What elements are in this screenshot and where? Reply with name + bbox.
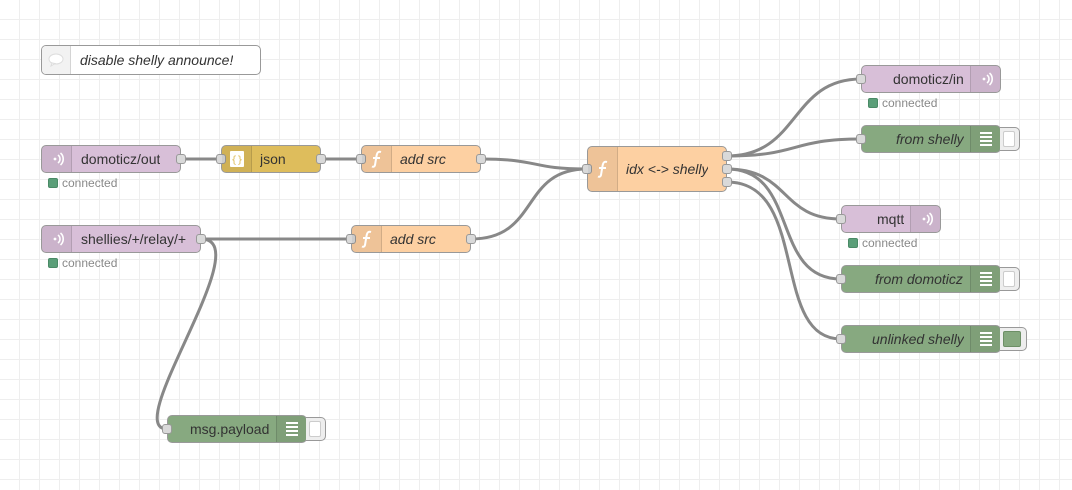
node-label: from shelly bbox=[896, 131, 964, 147]
speech-bubble-icon bbox=[48, 53, 64, 67]
wire[interactable] bbox=[726, 167, 842, 281]
node-label: mqtt bbox=[877, 211, 905, 227]
debug-list-icon bbox=[285, 422, 298, 436]
mqtt-icon-box bbox=[910, 206, 940, 232]
radio-wave-icon bbox=[982, 72, 993, 86]
comment-text: disable shelly announce! bbox=[80, 52, 234, 68]
comment-icon-box bbox=[42, 46, 71, 74]
debug-toggle-indicator bbox=[309, 421, 321, 437]
output-port[interactable] bbox=[176, 154, 186, 164]
comment-node[interactable]: disable shelly announce! bbox=[41, 45, 261, 75]
input-port[interactable] bbox=[582, 164, 592, 174]
debug-toggle-button[interactable] bbox=[1000, 127, 1020, 151]
json-icon-box: {} bbox=[222, 146, 252, 172]
input-port[interactable] bbox=[856, 134, 866, 144]
input-port[interactable] bbox=[856, 74, 866, 84]
debug-icon-box bbox=[970, 126, 1000, 152]
svg-text:{}: {} bbox=[230, 155, 242, 166]
node-label: domoticz/in bbox=[893, 71, 964, 87]
mqtt-icon-box bbox=[970, 66, 1000, 92]
debug-list-icon bbox=[979, 132, 992, 146]
function-icon-box bbox=[362, 146, 392, 172]
mqtt-out-node-domoticz-in[interactable]: domoticz/in bbox=[856, 65, 1001, 93]
debug-toggle-button[interactable] bbox=[1000, 327, 1027, 351]
json-node[interactable]: {} json bbox=[216, 145, 326, 173]
output-port[interactable] bbox=[476, 154, 486, 164]
function-node-add-src[interactable]: add src bbox=[356, 145, 486, 173]
node-label: from domoticz bbox=[875, 271, 963, 287]
status-dot-icon bbox=[48, 178, 58, 188]
radio-wave-icon bbox=[53, 232, 64, 246]
debug-toggle-button[interactable] bbox=[1000, 267, 1020, 291]
output-port-2[interactable] bbox=[722, 164, 732, 174]
input-port[interactable] bbox=[836, 274, 846, 284]
wire[interactable] bbox=[726, 167, 842, 221]
function-icon bbox=[371, 150, 381, 168]
json-braces-icon: {} bbox=[229, 151, 244, 167]
function-icon-box bbox=[588, 147, 618, 191]
debug-toggle-indicator bbox=[1003, 271, 1015, 287]
node-status: connected bbox=[48, 176, 117, 190]
input-port[interactable] bbox=[356, 154, 366, 164]
debug-node-from-shelly[interactable]: from shelly bbox=[856, 125, 1001, 153]
output-port[interactable] bbox=[196, 234, 206, 244]
mqtt-icon-box bbox=[42, 146, 72, 172]
debug-list-icon bbox=[979, 272, 992, 286]
node-label: json bbox=[260, 151, 286, 167]
output-port[interactable] bbox=[466, 234, 476, 244]
debug-icon-box bbox=[970, 266, 1000, 292]
node-label: domoticz/out bbox=[81, 151, 161, 167]
status-dot-icon bbox=[48, 258, 58, 268]
node-label: idx <-> shelly bbox=[626, 161, 709, 177]
debug-toggle-indicator bbox=[1003, 131, 1015, 147]
mqtt-in-node-domoticz-out[interactable]: domoticz/out bbox=[41, 145, 186, 173]
mqtt-in-node-shellies[interactable]: shellies/+/relay/+ bbox=[41, 225, 206, 253]
output-port[interactable] bbox=[316, 154, 326, 164]
mqtt-icon-box bbox=[42, 226, 72, 252]
debug-node-from-domoticz[interactable]: from domoticz bbox=[836, 265, 1001, 293]
input-port[interactable] bbox=[162, 424, 172, 434]
wire[interactable] bbox=[470, 167, 588, 241]
function-icon bbox=[597, 160, 607, 178]
node-label: msg.payload bbox=[190, 421, 270, 437]
radio-wave-icon bbox=[53, 152, 64, 166]
node-label: add src bbox=[390, 231, 436, 247]
debug-toggle-button[interactable] bbox=[306, 417, 326, 441]
debug-icon-box bbox=[970, 326, 1000, 352]
debug-icon-box bbox=[276, 416, 306, 442]
node-label: add src bbox=[400, 151, 446, 167]
node-status: connected bbox=[848, 236, 917, 250]
node-label: shellies/+/relay/+ bbox=[81, 231, 187, 247]
wire[interactable] bbox=[726, 137, 862, 158]
function-icon bbox=[361, 230, 371, 248]
wire[interactable] bbox=[726, 77, 862, 158]
debug-toggle-indicator bbox=[1003, 331, 1021, 347]
node-label: unlinked shelly bbox=[872, 331, 964, 347]
wire[interactable] bbox=[726, 180, 842, 341]
input-port[interactable] bbox=[836, 214, 846, 224]
debug-node-unlinked-shelly[interactable]: unlinked shelly bbox=[836, 325, 1001, 353]
input-port[interactable] bbox=[836, 334, 846, 344]
output-port-1[interactable] bbox=[722, 151, 732, 161]
debug-list-icon bbox=[979, 332, 992, 346]
function-node-add-src[interactable]: add src bbox=[346, 225, 476, 253]
node-status: connected bbox=[48, 256, 117, 270]
input-port[interactable] bbox=[346, 234, 356, 244]
status-dot-icon bbox=[848, 238, 858, 248]
wire[interactable] bbox=[155, 237, 218, 431]
input-port[interactable] bbox=[216, 154, 226, 164]
status-dot-icon bbox=[868, 98, 878, 108]
debug-node-msg-payload[interactable]: msg.payload bbox=[162, 415, 307, 443]
function-icon-box bbox=[352, 226, 382, 252]
node-status: connected bbox=[868, 96, 937, 110]
function-node-idx-shelly[interactable]: idx <-> shelly bbox=[582, 146, 732, 192]
radio-wave-icon bbox=[922, 212, 933, 226]
mqtt-out-node-mqtt[interactable]: mqtt bbox=[836, 205, 941, 233]
output-port-3[interactable] bbox=[722, 177, 732, 187]
wire[interactable] bbox=[480, 157, 588, 171]
